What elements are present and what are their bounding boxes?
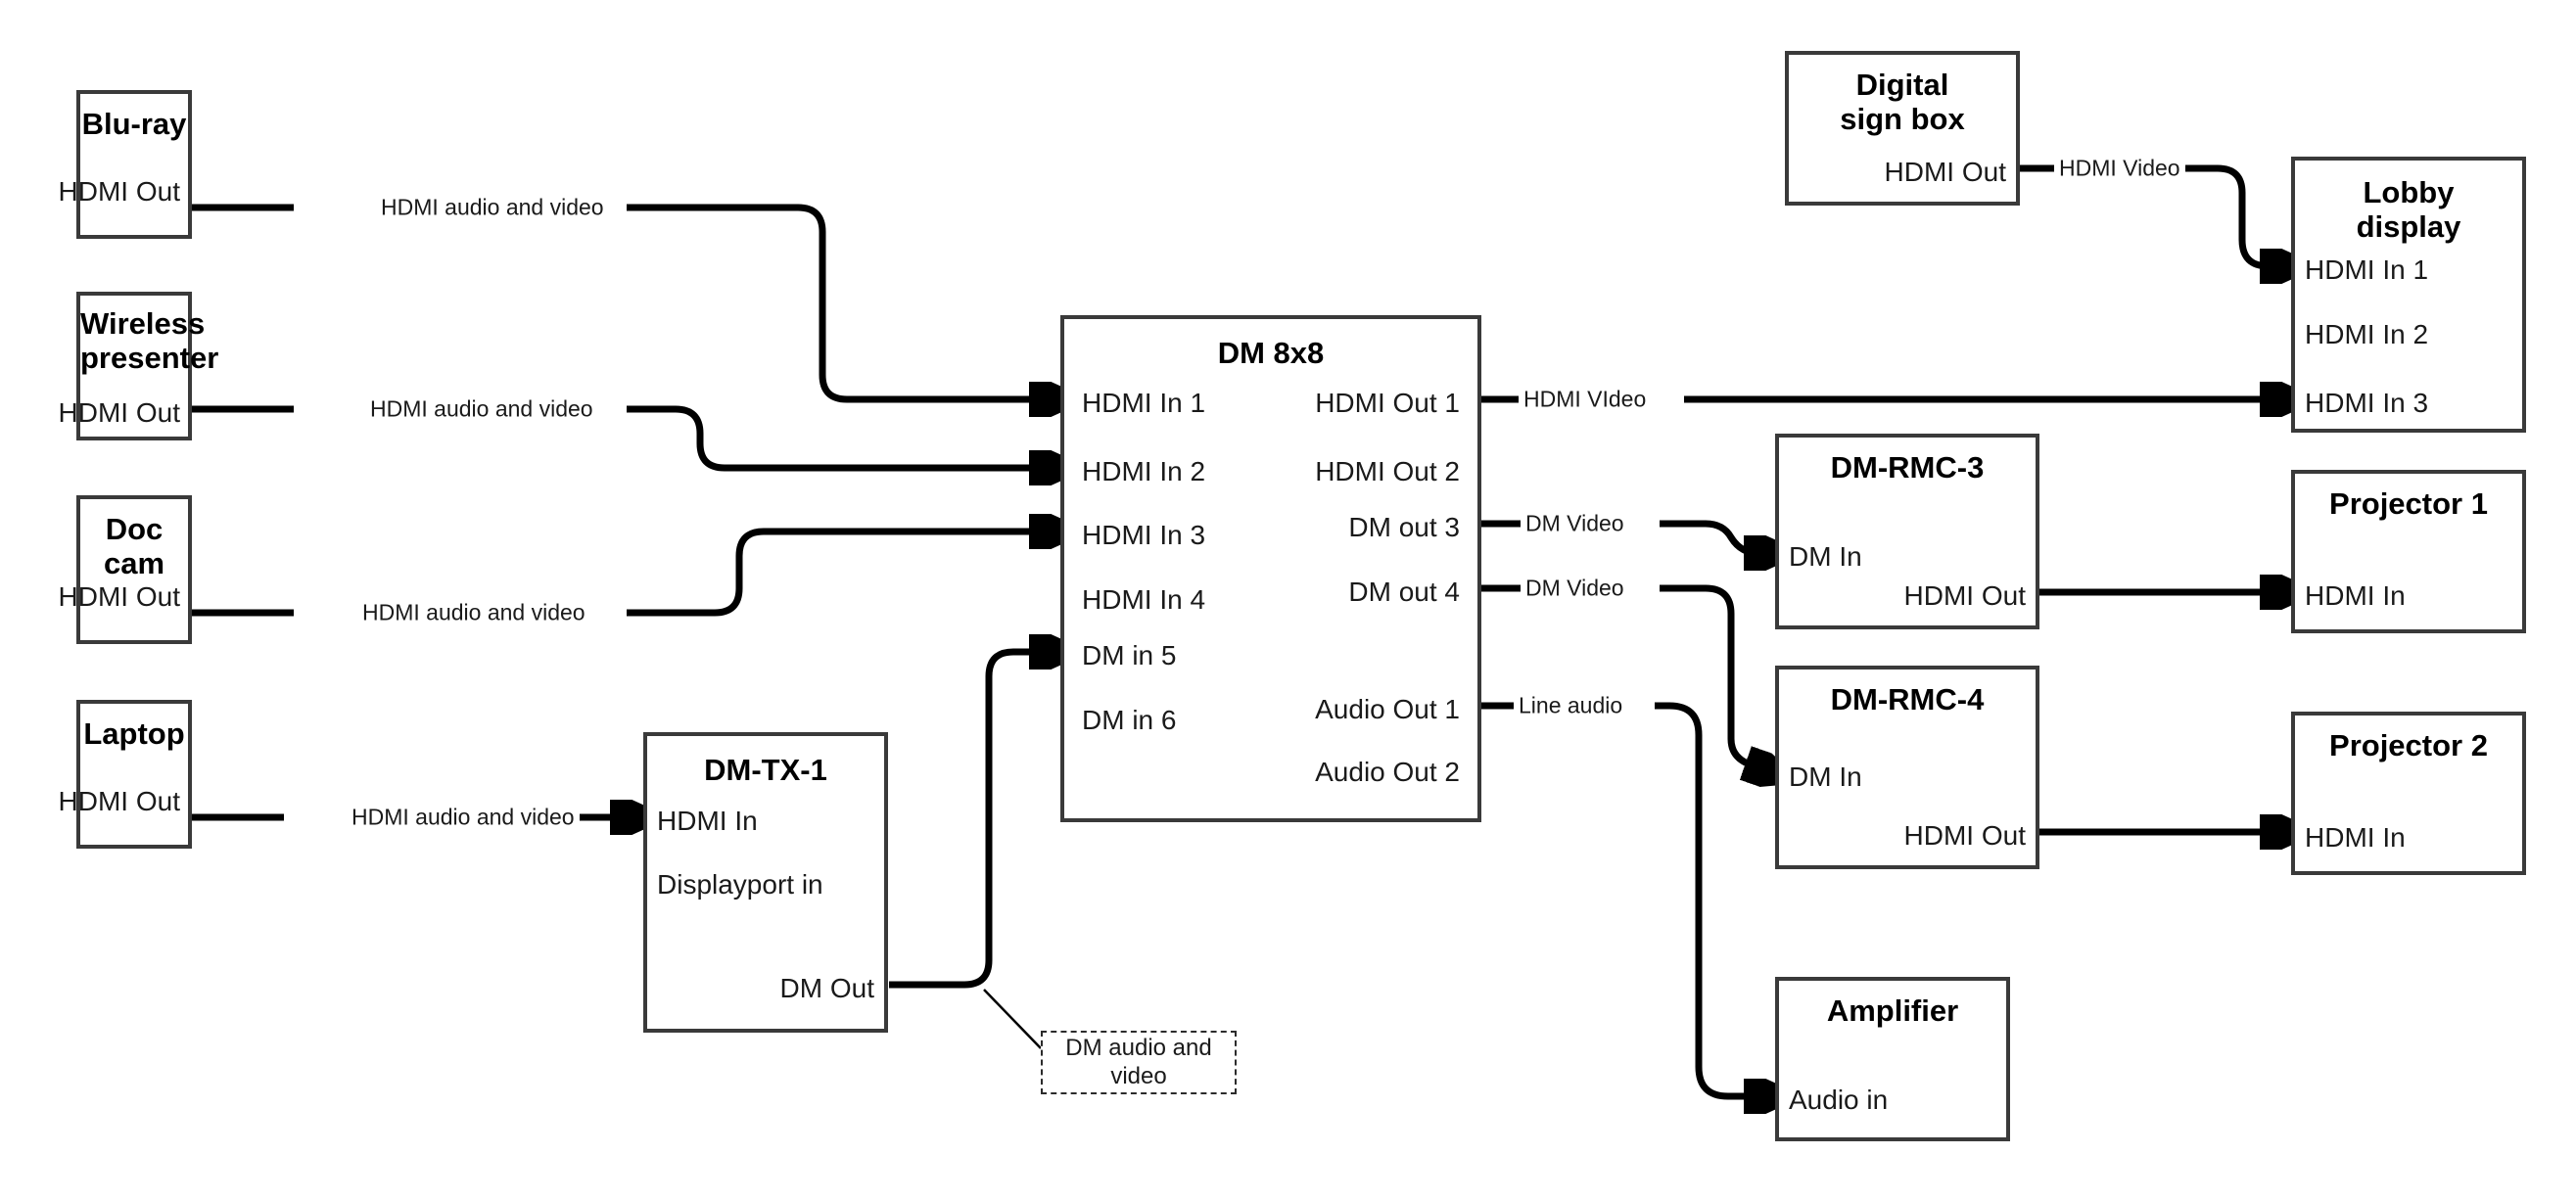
node-bluray[interactable]: Blu-ray HDMI Out xyxy=(59,90,192,239)
node-dm-8x8-port-hdmi-out-2: HDMI Out 2 xyxy=(1315,456,1460,486)
node-dm-rmc-4-port-dm-in: DM In xyxy=(1789,762,1862,792)
node-projector-2-port-hdmi-in: HDMI In xyxy=(2305,822,2406,853)
node-projector-1-port-hdmi-in: HDMI In xyxy=(2305,580,2406,611)
edge-label-dm-hdmiout1-to-lobby: HDMI VIdeo xyxy=(1519,388,1652,411)
node-amplifier[interactable]: Amplifier Audio in xyxy=(1775,977,2010,1141)
node-laptop[interactable]: Laptop HDMI Out xyxy=(59,700,192,849)
edge-label-dm-audio1-to-amp: Line audio xyxy=(1514,694,1628,717)
node-lobby-display-port-hdmi-in-2: HDMI In 2 xyxy=(2305,319,2429,349)
node-dm-8x8-port-hdmi-out-1: HDMI Out 1 xyxy=(1315,388,1460,418)
node-wireless-presenter-port-hdmi-out: HDMI Out xyxy=(58,397,180,428)
node-lobby-display-port-hdmi-in-1: HDMI In 1 xyxy=(2305,254,2429,285)
wire-dm-out4-to-rmc4 xyxy=(1660,584,1775,773)
node-laptop-title: Laptop xyxy=(83,716,185,751)
node-dm-rmc-3-title: DM-RMC-3 xyxy=(1830,450,1985,485)
node-dm-8x8-port-hdmi-in-1: HDMI In 1 xyxy=(1082,388,1206,418)
node-amplifier-title: Amplifier xyxy=(1826,993,1959,1028)
node-dm-8x8-port-dm-out-4: DM out 4 xyxy=(1348,577,1460,607)
wire-dm-out3-to-rmc3 xyxy=(1660,520,1775,553)
node-projector-1[interactable]: Projector 1 HDMI In xyxy=(2291,470,2526,633)
edge-label-bluray-to-dm: HDMI audio and video xyxy=(376,196,609,219)
node-digital-sign-box-title: Digital sign box xyxy=(1840,68,1965,136)
node-laptop-port-hdmi-out: HDMI Out xyxy=(58,786,180,816)
node-dm-8x8-port-audio-out-2: Audio Out 2 xyxy=(1315,757,1460,787)
node-lobby-display-port-hdmi-in-3: HDMI In 3 xyxy=(2305,388,2429,418)
node-dm-8x8-port-hdmi-in-4: HDMI In 4 xyxy=(1082,584,1206,615)
node-dm-tx-1-port-hdmi-in: HDMI In xyxy=(657,806,758,836)
node-dm-8x8-port-dm-in-5: DM in 5 xyxy=(1082,640,1177,670)
wire-bluray-to-dm-in1 xyxy=(627,204,1060,399)
node-dm-rmc-4[interactable]: DM-RMC-4 DM In HDMI Out xyxy=(1775,666,2039,869)
edge-label-sign-to-lobby: HDMI Video xyxy=(2054,157,2185,180)
node-dm-tx-1-port-dm-out: DM Out xyxy=(779,973,874,1003)
node-doc-cam-title: Doc cam xyxy=(103,512,165,580)
node-dm-rmc-3-port-hdmi-out: HDMI Out xyxy=(1903,580,2026,611)
edge-label-dm-out4-to-rmc4: DM Video xyxy=(1521,577,1629,600)
wire-dm-audio1-to-amp xyxy=(1655,702,1775,1096)
callout-leader-line xyxy=(983,989,1042,1049)
wire-sign-to-lobby-in1 xyxy=(2169,164,2291,266)
node-lobby-display-title: Lobby display xyxy=(2356,175,2461,244)
node-dm-8x8-title: DM 8x8 xyxy=(1217,336,1325,370)
node-dm-rmc-4-title: DM-RMC-4 xyxy=(1830,682,1985,716)
node-lobby-display[interactable]: Lobby display HDMI In 1 HDMI In 2 HDMI I… xyxy=(2291,157,2526,433)
node-bluray-port-hdmi-out: HDMI Out xyxy=(58,176,180,207)
node-projector-2[interactable]: Projector 2 HDMI In xyxy=(2291,712,2526,875)
node-dm-rmc-4-port-hdmi-out: HDMI Out xyxy=(1903,820,2026,851)
edge-label-doccam-to-dm: HDMI audio and video xyxy=(357,601,590,624)
node-dm-8x8-port-dm-out-3: DM out 3 xyxy=(1348,512,1460,542)
node-dm-tx-1-port-displayport-in: Displayport in xyxy=(657,869,823,900)
node-dm-8x8-port-dm-in-6: DM in 6 xyxy=(1082,705,1177,735)
node-dm-rmc-3-port-dm-in: DM In xyxy=(1789,541,1862,572)
edge-label-dm-out3-to-rmc3: DM Video xyxy=(1521,512,1629,535)
node-doc-cam-port-hdmi-out: HDMI Out xyxy=(58,581,180,612)
node-digital-sign-box[interactable]: Digital sign box HDMI Out xyxy=(1785,51,2020,206)
edge-label-laptop-to-tx: HDMI audio and video xyxy=(347,806,580,829)
node-digital-sign-box-port-hdmi-out: HDMI Out xyxy=(1884,157,2006,187)
node-projector-1-title: Projector 1 xyxy=(2329,486,2488,521)
node-dm-tx-1[interactable]: DM-TX-1 HDMI In Displayport in DM Out xyxy=(643,732,888,1033)
node-bluray-title: Blu-ray xyxy=(81,107,187,141)
node-dm-8x8-port-hdmi-in-3: HDMI In 3 xyxy=(1082,520,1206,550)
node-wireless-presenter-title: Wireless presenter xyxy=(80,306,219,375)
callout-dm-audio-and-video: DM audio and video xyxy=(1041,1031,1237,1094)
node-amplifier-port-audio-in: Audio in xyxy=(1789,1085,1889,1115)
node-dm-8x8-port-hdmi-in-2: HDMI In 2 xyxy=(1082,456,1206,486)
node-wireless-presenter[interactable]: Wireless presenter HDMI Out xyxy=(59,292,219,440)
wire-wireless-to-dm-in2 xyxy=(627,405,1060,468)
node-doc-cam[interactable]: Doc cam HDMI Out xyxy=(59,495,192,644)
node-dm-tx-1-title: DM-TX-1 xyxy=(704,753,827,787)
wire-doccam-to-dm-in3 xyxy=(627,531,1060,617)
node-dm-8x8-port-audio-out-1: Audio Out 1 xyxy=(1315,694,1460,724)
node-dm-8x8[interactable]: DM 8x8 HDMI In 1 HDMI In 2 HDMI In 3 HDM… xyxy=(1060,315,1481,822)
node-projector-2-title: Projector 2 xyxy=(2329,728,2488,762)
wire-tx-to-dm-in5 xyxy=(889,652,1060,989)
edge-label-wireless-to-dm: HDMI audio and video xyxy=(365,397,598,421)
node-dm-rmc-3[interactable]: DM-RMC-3 DM In HDMI Out xyxy=(1775,434,2039,629)
